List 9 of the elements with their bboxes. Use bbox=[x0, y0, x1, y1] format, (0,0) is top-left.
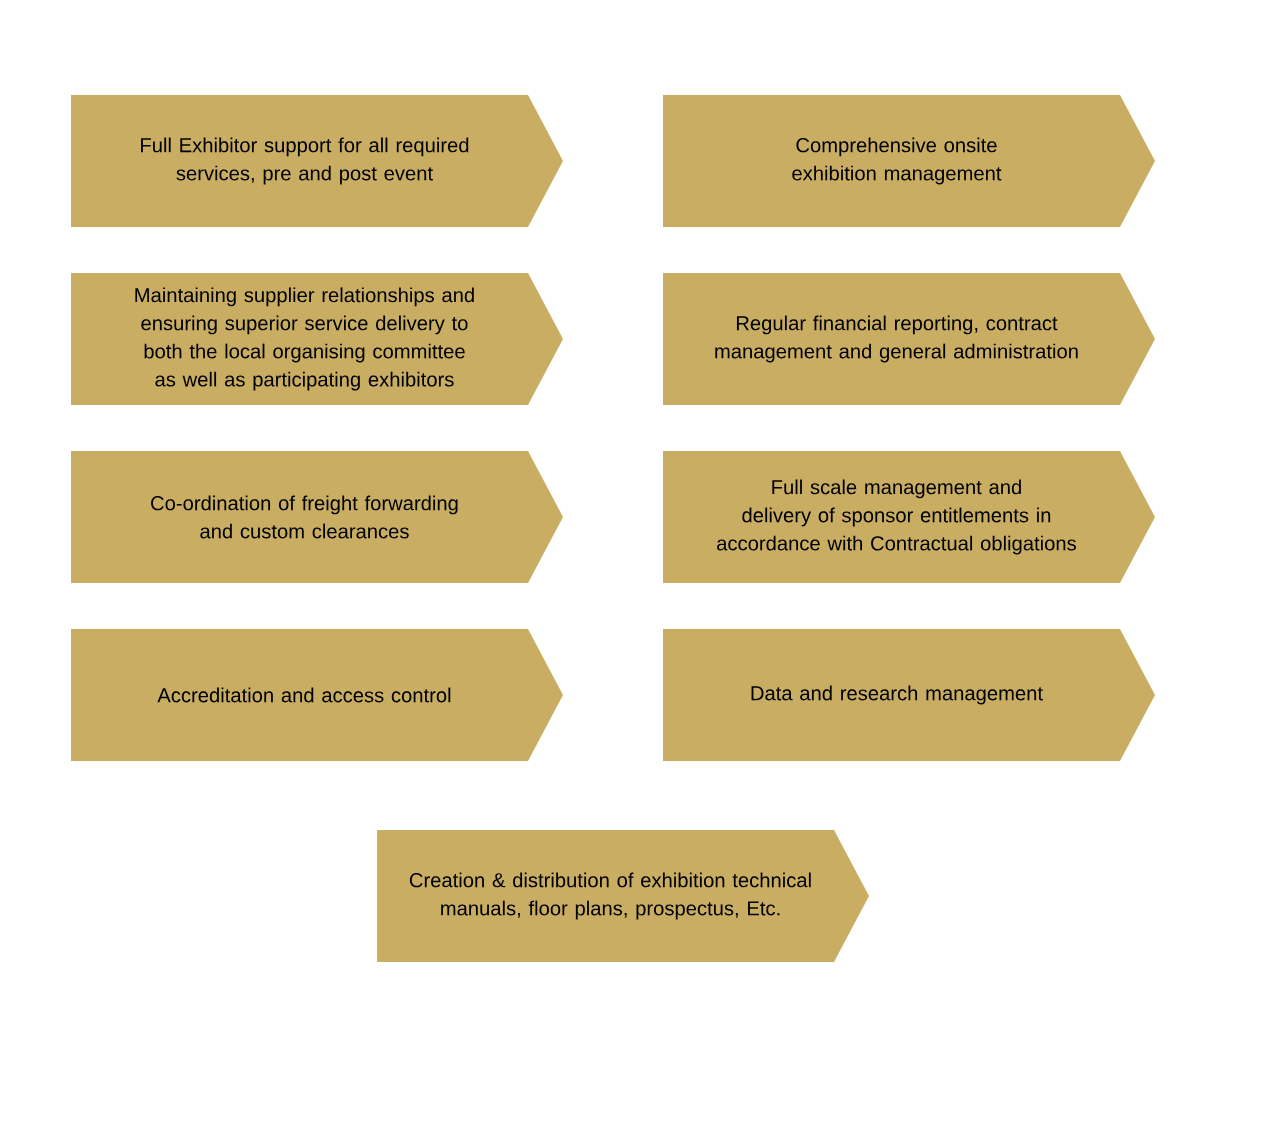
arrow-box: Creation & distribution of exhibition technical manuals, floor plans, prospectus, Etc. bbox=[377, 830, 869, 962]
arrow-box: Accreditation and access control bbox=[71, 629, 563, 761]
arrow-box: Co-ordination of freight forwarding and custom clearances bbox=[71, 451, 563, 583]
arrow-box: Maintaining supplier relationships and ensuring superior service delivery to both the local organising committee as well as participating exhibitors bbox=[71, 273, 563, 405]
arrow-box: Data and research management bbox=[663, 629, 1155, 761]
arrow-box: Full Exhibitor support for all required services, pre and post event bbox=[71, 95, 563, 227]
arrow-box: Full scale management and delivery of sponsor entitlements in accordance with Contractual obligations bbox=[663, 451, 1155, 583]
arrow-box: Comprehensive onsite exhibition management bbox=[663, 95, 1155, 227]
arrow-box: Regular financial reporting, contract management and general administration bbox=[663, 273, 1155, 405]
